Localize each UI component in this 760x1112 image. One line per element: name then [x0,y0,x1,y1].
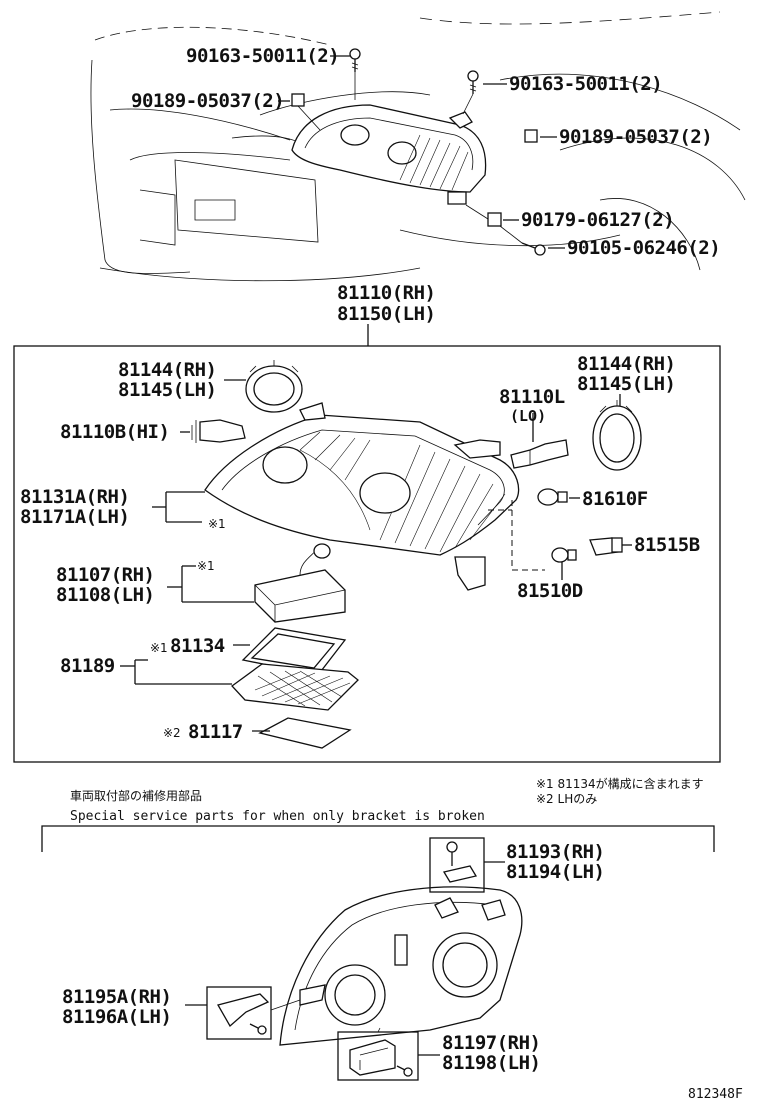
label-ring-left-lh: 81145(LH) [118,379,216,401]
label-ring-right-rh: 81144(RH) [577,353,675,375]
socket-illustration [551,537,623,563]
label-ballast-lh: 81108(LH) [56,584,154,606]
note-2: ※2 LHのみ [536,792,597,806]
vehicle-body-illustration [90,11,746,282]
label-ballast-note-mark: ※1 [197,559,215,573]
label-bracket-left-rh: 81195A(RH) [62,986,171,1008]
headlamp-rear-illustration [279,886,523,1046]
cover-illustration [231,663,359,711]
label-screw-top-right: 90163-50011(2) [509,73,662,95]
label-gasket-note-mark: ※1 [150,641,168,655]
note-en-title: Special service parts for when only brac… [70,809,485,824]
label-ring-left-rh: 81144(RH) [118,359,216,381]
bracket-top-detail [429,837,485,893]
label-bracket-top-lh: 81194(LH) [506,861,604,883]
label-lens-lh: 81171A(LH) [20,506,129,528]
top-leader-lines [278,55,565,249]
label-gasket-set: 81189 [60,655,115,677]
label-bracket-top-rh: 81193(RH) [506,841,604,863]
label-plate-note-mark: ※2 [163,726,181,740]
label-bulb-lo-tag: (LO) [510,407,546,425]
figure-code: 812348F [688,1087,743,1102]
socket-ring-left-illustration [245,360,303,413]
note-jp-title: 車両取付部の補修用部品 [70,788,202,803]
label-bolt-right: 90105-06246(2) [567,237,720,259]
bulb-hi-illustration [191,419,246,443]
label-side-bulb: 81610F [582,488,648,510]
label-socket-bulb: 81510D [517,580,583,602]
ballast-illustration [254,543,346,623]
assembly-box [13,345,721,763]
label-bulb-lo-number: 81110L [499,386,565,408]
label-screw-top-left: 90163-50011(2) [186,45,339,67]
side-bulb-illustration [537,488,568,506]
fasteners-top [291,48,546,256]
gasket-illustration [241,627,347,676]
label-ballast-rh: 81107(RH) [56,564,154,586]
label-bulb-hi: 81110B(HI) [60,421,169,443]
label-bracket-left-lh: 81196A(LH) [62,1006,171,1028]
socket-ring-right-illustration [592,400,642,471]
label-assembly-rh: 81110(RH) [337,282,435,304]
label-ring-right-lh: 81145(LH) [577,373,675,395]
label-clip-top-left: 90189-05037(2) [131,90,284,112]
label-bracket-bottom-lh: 81198(LH) [442,1052,540,1074]
label-lens-rh: 81131A(RH) [20,486,129,508]
bracket-left-detail [206,986,272,1040]
label-assembly-lh: 81150(LH) [337,303,435,325]
label-socket: 81515B [634,534,700,556]
bulb-lo-illustration [510,439,569,469]
label-plate: 81117 [188,721,243,743]
installed-headlamp-illustration [291,104,487,205]
label-bracket-bottom-rh: 81197(RH) [442,1032,540,1054]
plate-illustration [258,717,352,749]
bracket-bottom-detail [337,1031,419,1081]
headlamp-housing [204,402,520,591]
note-1: ※1 81134が構成に含まれます [536,776,704,791]
label-clip-top-right: 90189-05037(2) [559,126,712,148]
lower-section-bracket [41,825,715,852]
label-lens-note-mark: ※1 [208,517,226,531]
label-gasket: 81134 [170,635,225,657]
label-nut-right: 90179-06127(2) [521,209,674,231]
